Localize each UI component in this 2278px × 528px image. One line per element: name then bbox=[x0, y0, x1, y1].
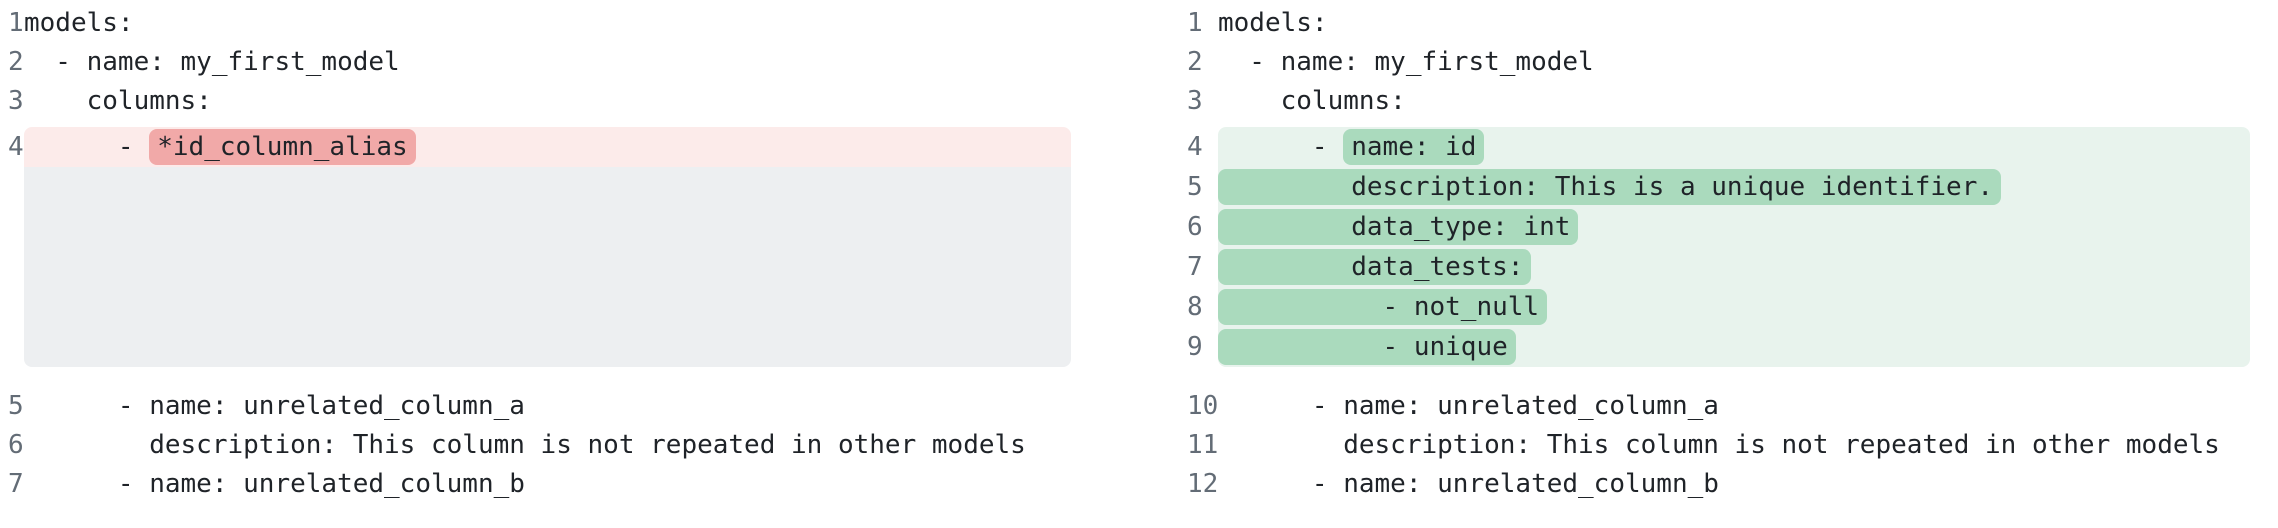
diff-line: 10 - name: unrelated_column_a bbox=[1187, 387, 2270, 426]
line-number: 7 bbox=[1187, 252, 1203, 282]
line-number: 6 bbox=[1187, 212, 1203, 242]
removed-line: 4 - *id_column_alias bbox=[8, 127, 1071, 167]
line-number: 5 bbox=[1187, 172, 1203, 202]
diff-line: 2 - name: my_first_model bbox=[8, 43, 1091, 82]
line-number: 12 bbox=[1187, 469, 1219, 499]
diff-line: 3 columns: bbox=[1187, 82, 2270, 121]
diff-line: 6 description: This column is not repeat… bbox=[8, 426, 1091, 465]
line-number bbox=[8, 167, 24, 367]
diff-line: 5 - name: unrelated_column_a bbox=[8, 387, 1091, 426]
added-highlight: data_tests: bbox=[1218, 249, 1532, 285]
code-text: data_type: int bbox=[1218, 207, 2250, 247]
added-line: 9 - unique bbox=[1187, 327, 2250, 367]
added-line: 7 data_tests: bbox=[1187, 247, 2250, 287]
added-highlight: description: This is a unique identifier… bbox=[1218, 169, 2002, 205]
added-line: 8 - not_null bbox=[1187, 287, 2250, 327]
diff-line: 12 - name: unrelated_column_b bbox=[1187, 465, 2270, 504]
code-text: - name: unrelated_column_a bbox=[24, 391, 525, 421]
line-number: 2 bbox=[8, 47, 24, 77]
added-line: 4 - name: id bbox=[1187, 127, 2250, 167]
code-text: description: This column is not repeated… bbox=[1218, 430, 2220, 460]
added-highlight: - not_null bbox=[1218, 289, 1548, 325]
line-number: 7 bbox=[8, 469, 24, 499]
code-text: description: This is a unique identifier… bbox=[1218, 167, 2250, 207]
diff-line: 2 - name: my_first_model bbox=[1187, 43, 2270, 82]
line-number: 1 bbox=[1187, 8, 1203, 38]
code-text: models: bbox=[1218, 8, 1328, 38]
line-number: 1 bbox=[8, 8, 24, 38]
removed-block: 4 - *id_column_alias bbox=[8, 127, 1071, 367]
added-highlight: - unique bbox=[1218, 329, 1516, 365]
added-highlight: name: id bbox=[1343, 129, 1485, 165]
code-text: - name: unrelated_column_b bbox=[1218, 469, 1719, 499]
code-text: - unique bbox=[1218, 327, 2250, 367]
code-text: - name: unrelated_column_a bbox=[1218, 391, 1719, 421]
diff-line: 7 - name: unrelated_column_b bbox=[8, 465, 1091, 504]
code-text: columns: bbox=[1218, 86, 1406, 116]
code-text: - not_null bbox=[1218, 287, 2250, 327]
diff-line: 1 models: bbox=[1187, 4, 2270, 43]
code-text: columns: bbox=[24, 86, 212, 116]
code-text: - name: id bbox=[1218, 127, 2250, 167]
code-text: - name: my_first_model bbox=[24, 47, 400, 77]
line-number: 8 bbox=[1187, 292, 1203, 322]
code-text: - *id_column_alias bbox=[24, 127, 1071, 167]
line-number: 2 bbox=[1187, 47, 1203, 77]
line-number: 10 bbox=[1187, 391, 1219, 421]
added-highlight: data_type: int bbox=[1218, 209, 1579, 245]
line-number: 6 bbox=[8, 430, 24, 460]
line-number: 11 bbox=[1187, 430, 1219, 460]
removed-highlight: *id_column_alias bbox=[149, 129, 416, 165]
code-text: data_tests: bbox=[1218, 247, 2250, 287]
line-number: 4 bbox=[8, 132, 24, 162]
line-number: 5 bbox=[8, 391, 24, 421]
diff-line: 11 description: This column is not repea… bbox=[1187, 426, 2270, 465]
added-line: 5 description: This is a unique identifi… bbox=[1187, 167, 2250, 207]
line-number: 9 bbox=[1187, 332, 1203, 362]
code-text: - name: my_first_model bbox=[1218, 47, 1594, 77]
code-text: - name: unrelated_column_b bbox=[24, 469, 525, 499]
line-number: 3 bbox=[1187, 86, 1203, 116]
line-number: 3 bbox=[8, 86, 24, 116]
line-number: 4 bbox=[1187, 132, 1203, 162]
collapsed-spacer bbox=[8, 167, 1071, 367]
code-text: models: bbox=[24, 8, 134, 38]
code-text: description: This column is not repeated… bbox=[24, 430, 1026, 460]
spacer-fill bbox=[24, 167, 1071, 367]
added-line: 6 data_type: int bbox=[1187, 207, 2250, 247]
diff-line: 3 columns: bbox=[8, 82, 1091, 121]
